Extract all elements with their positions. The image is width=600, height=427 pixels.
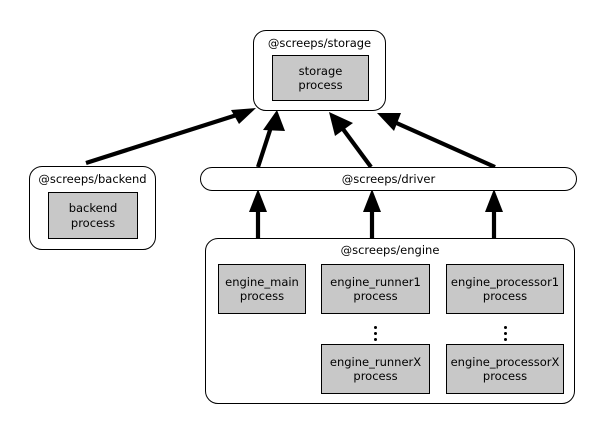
process-engine-processor1-name: engine_processor1 — [450, 274, 560, 289]
process-engine-runner1-kind: process — [353, 289, 398, 303]
process-box-engine-runnerx[interactable]: engine_runnerX process — [321, 344, 430, 394]
package-screeps-storage[interactable]: @screeps/storage storage process — [253, 30, 386, 111]
arrow-backend-to-storage — [85, 108, 256, 166]
process-engine-runnerx-name: engine_runnerX — [329, 354, 422, 369]
process-storage-name: storage — [298, 63, 343, 78]
process-engine-processor1-kind: process — [482, 289, 528, 303]
process-box-engine-main[interactable]: engine_main process — [218, 264, 306, 314]
package-screeps-backend[interactable]: @screeps/backend backend process — [29, 166, 156, 250]
package-storage-title: @screeps/storage — [267, 36, 372, 50]
arrow-engine-to-driver-right — [485, 189, 503, 238]
process-box-engine-runner1[interactable]: engine_runner1 process — [321, 264, 430, 314]
package-screeps-driver[interactable]: @screeps/driver — [200, 167, 577, 191]
arrow-engine-to-driver-middle — [363, 189, 381, 238]
package-engine-title: @screeps/engine — [340, 243, 440, 257]
process-box-engine-processorx[interactable]: engine_processorX process — [446, 344, 564, 394]
package-driver-title: @screeps/driver — [341, 171, 436, 186]
arrow-driver-to-storage-middle — [329, 112, 373, 169]
process-engine-main-name: engine_main — [225, 274, 299, 289]
package-screeps-engine[interactable]: @screeps/engine engine_main process engi… — [205, 238, 575, 404]
arrow-engine-to-driver-left — [249, 189, 267, 238]
process-backend-kind: process — [70, 215, 116, 230]
process-box-backend[interactable]: backend process — [48, 192, 138, 239]
process-engine-runner1-name: engine_runner1 — [330, 274, 421, 289]
process-box-storage[interactable]: storage process — [272, 55, 369, 101]
vertical-ellipsis-icon-runner — [368, 323, 382, 344]
process-storage-kind: process — [298, 78, 343, 92]
process-engine-processorx-kind: process — [482, 369, 528, 383]
arrow-driver-to-storage-right — [377, 113, 496, 169]
arrow-driver-to-storage-left — [256, 110, 285, 168]
vertical-ellipsis-icon-processor — [498, 323, 512, 344]
process-box-engine-processor1[interactable]: engine_processor1 process — [446, 264, 564, 314]
process-backend-name: backend — [68, 201, 118, 215]
process-engine-processorx-name: engine_processorX — [450, 354, 560, 369]
process-engine-main-kind: process — [239, 289, 285, 303]
package-backend-title: @screeps/backend — [38, 172, 147, 186]
process-engine-runnerx-kind: process — [353, 369, 398, 383]
